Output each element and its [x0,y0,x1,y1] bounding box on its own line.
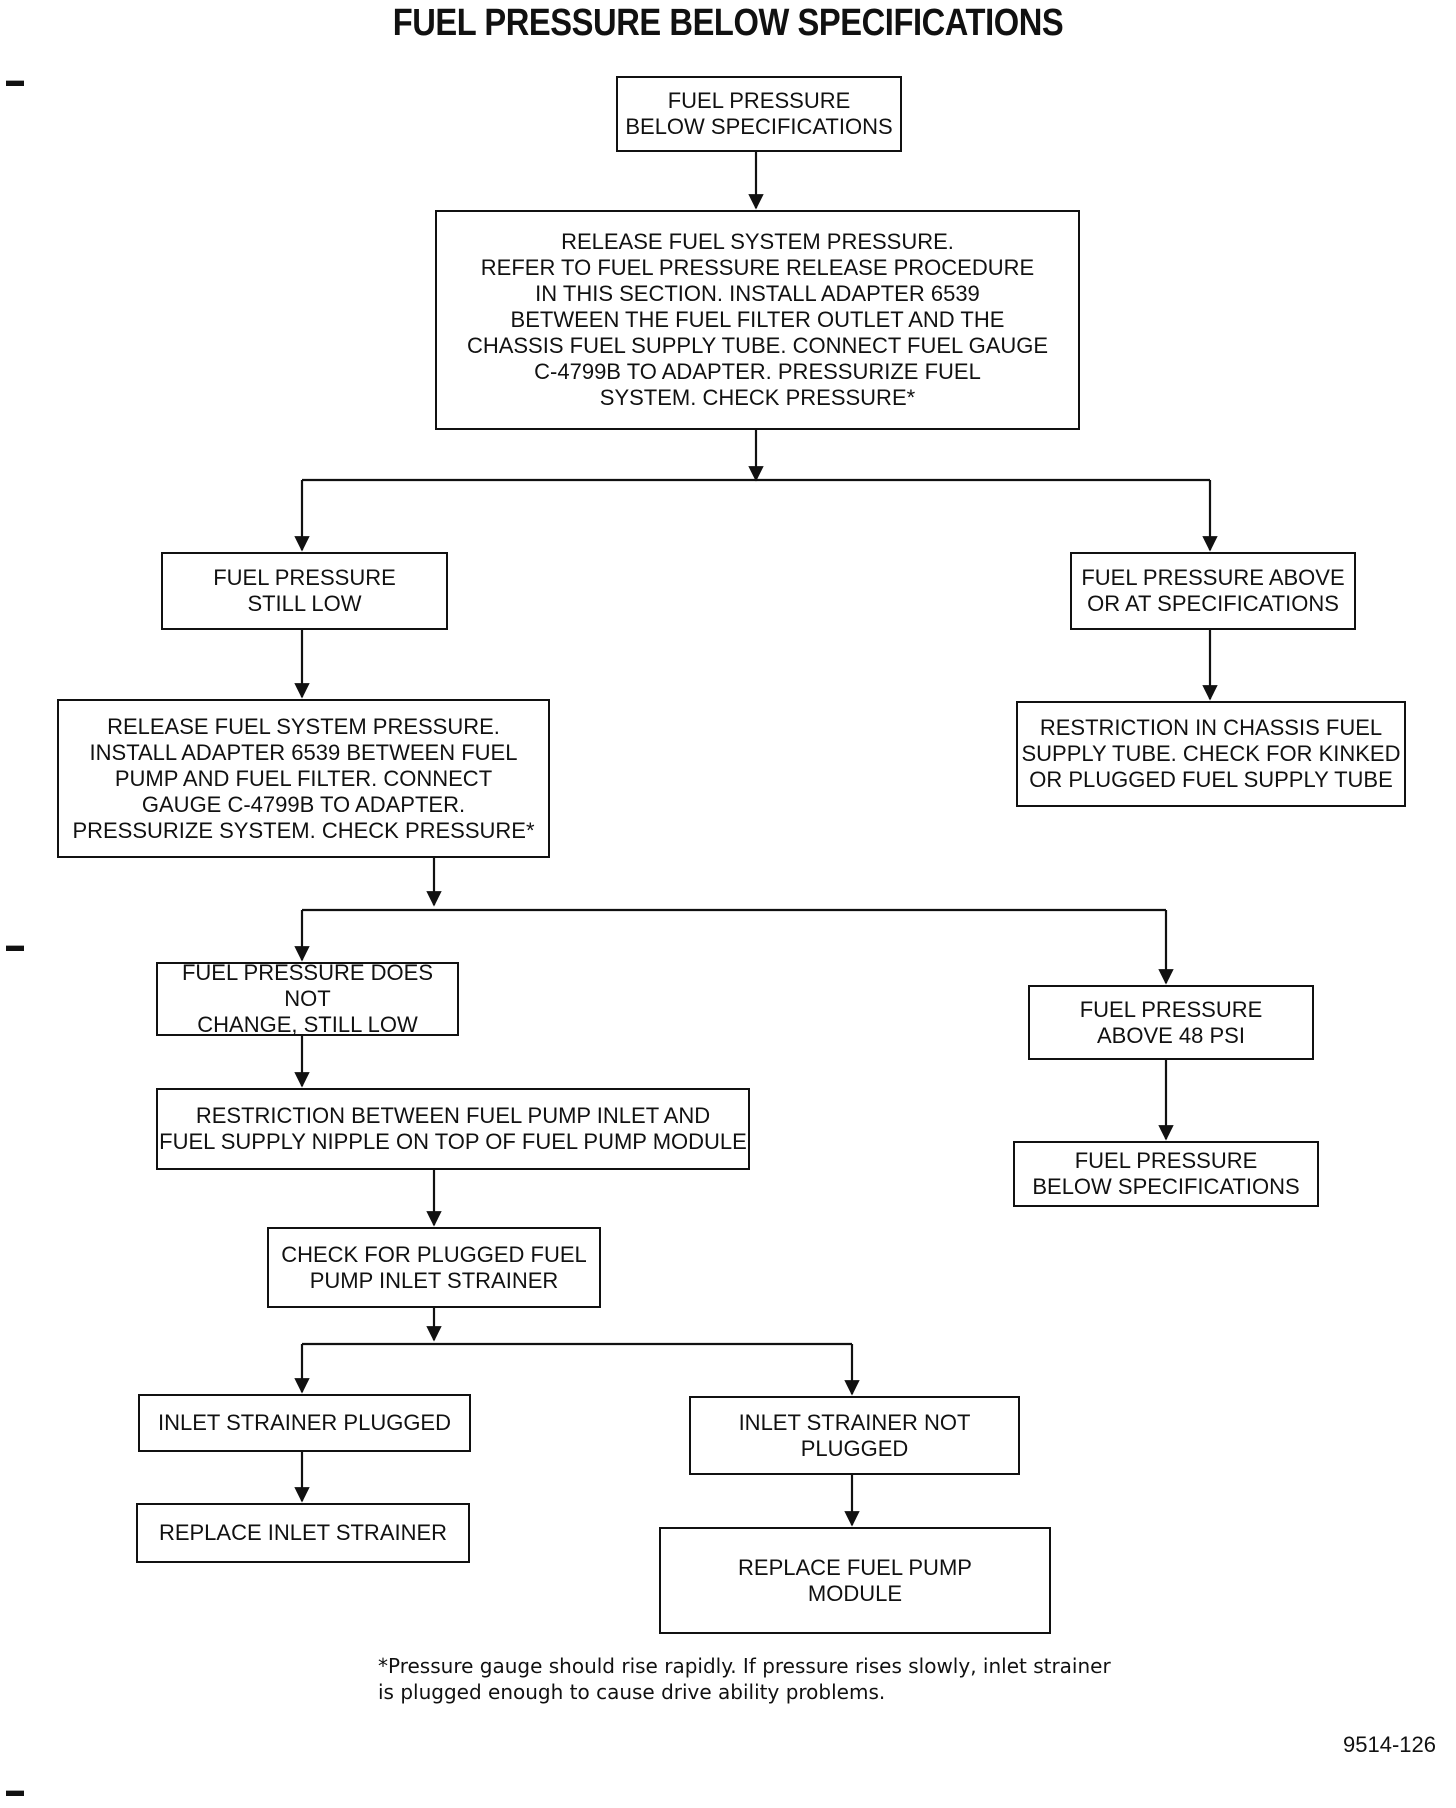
box-above-or-at-spec: FUEL PRESSURE ABOVE OR AT SPECIFICATIONS [1070,552,1356,630]
margin-mark: ▬ [6,1780,24,1800]
page-title: FUEL PRESSURE BELOW SPECIFICATIONS [392,2,1064,44]
box-start: FUEL PRESSURE BELOW SPECIFICATIONS [616,76,902,152]
box-above-48-psi: FUEL PRESSURE ABOVE 48 PSI [1028,985,1314,1060]
box-check-inlet-strainer: CHECK FOR PLUGGED FUEL PUMP INLET STRAIN… [267,1227,601,1308]
box-strainer-not-plugged: INLET STRAINER NOT PLUGGED [689,1396,1020,1475]
box-replace-inlet-strainer: REPLACE INLET STRAINER [136,1503,470,1563]
margin-mark: ▬ [6,935,24,955]
box-still-low: FUEL PRESSURE STILL LOW [161,552,448,630]
margin-mark: ▬ [6,70,24,90]
box-replace-fuel-pump-module: REPLACE FUEL PUMP MODULE [659,1527,1051,1634]
box-strainer-plugged: INLET STRAINER PLUGGED [138,1394,471,1452]
box-pump-inlet-restriction: RESTRICTION BETWEEN FUEL PUMP INLET AND … [156,1088,750,1170]
box-release-check-pressure-2: RELEASE FUEL SYSTEM PRESSURE. INSTALL AD… [57,699,550,858]
box-below-specifications: FUEL PRESSURE BELOW SPECIFICATIONS [1013,1141,1319,1207]
footnote: *Pressure gauge should rise rapidly. If … [378,1654,1111,1704]
box-release-check-pressure-1: RELEASE FUEL SYSTEM PRESSURE. REFER TO F… [435,210,1080,430]
box-chassis-restriction: RESTRICTION IN CHASSIS FUEL SUPPLY TUBE.… [1016,701,1406,807]
figure-id: 9514-126 [1343,1732,1436,1757]
box-no-change: FUEL PRESSURE DOES NOT CHANGE, STILL LOW [156,960,459,1037]
